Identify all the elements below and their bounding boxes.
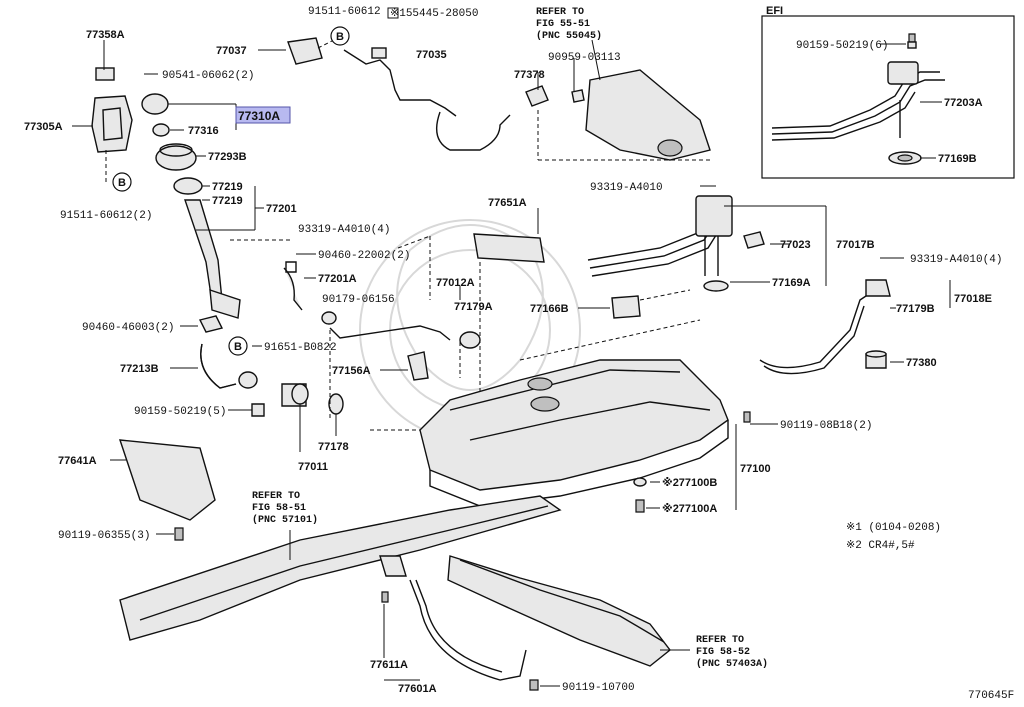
part-labels: 77358A 77305A 90541-06062(2) 77037 77316… xyxy=(24,6,1002,695)
part-label[interactable]: 77201 xyxy=(266,203,297,215)
part-label[interactable]: 90179-06156 xyxy=(322,294,395,306)
part-label[interactable]: 77219 xyxy=(212,181,243,193)
efi-label: EFI xyxy=(766,5,783,17)
part-label[interactable]: 90159-50219(5) xyxy=(134,406,226,418)
reference-notes: REFER TO FIG 55-51 (PNC 55045) REFER TO … xyxy=(252,7,1014,702)
part-label[interactable]: 91511-60612(2) xyxy=(60,210,152,222)
part-label[interactable]: 77178 xyxy=(318,441,349,453)
part-label[interactable]: 77316 xyxy=(188,125,219,137)
footnote: ※2 CR4#,5# xyxy=(846,540,915,552)
part-label[interactable]: 90460-46003(2) xyxy=(82,322,174,334)
highlight-box xyxy=(235,106,291,124)
part-label[interactable]: 90119-10700 xyxy=(562,682,635,694)
ref-line: (PNC 55045) xyxy=(536,30,602,42)
circle-b-marker xyxy=(112,172,132,192)
ref-line: (PNC 57403A) xyxy=(696,658,768,670)
part-label[interactable]: 90460-22002(2) xyxy=(318,250,410,262)
part-label[interactable]: 77203A xyxy=(944,97,983,109)
part-label[interactable]: 91511-60612 xyxy=(308,6,381,18)
part-label[interactable]: 77169A xyxy=(772,277,811,289)
circle-b-text: B xyxy=(336,31,344,43)
ref-line: REFER TO xyxy=(696,635,744,646)
part-label[interactable]: 77641A xyxy=(58,455,97,467)
part-label[interactable]: 77169B xyxy=(938,153,977,165)
ref-line: (PNC 57101) xyxy=(252,514,318,526)
part-label[interactable]: 91651-B0822 xyxy=(264,342,337,354)
efi-box: EFI xyxy=(761,5,1015,179)
ref-line: REFER TO xyxy=(252,491,300,502)
upper-bracket xyxy=(525,69,711,161)
sender-assembly xyxy=(587,195,891,513)
ref-line: FIG 58-52 xyxy=(696,647,750,658)
circle-b-text: B xyxy=(118,177,126,189)
footnote: ※1 (0104-0208) xyxy=(846,522,941,534)
part-label[interactable]: 77017B xyxy=(836,239,875,251)
part-label[interactable]: 77378 xyxy=(514,69,545,81)
ref-line: FIG 55-51 xyxy=(536,19,590,30)
ref-line: REFER TO xyxy=(536,7,584,18)
fuel-tank xyxy=(419,359,729,507)
ref-line: FIG 58-51 xyxy=(252,503,306,514)
part-label[interactable]: ※277100A xyxy=(662,503,717,515)
part-label[interactable]: 77293B xyxy=(208,151,247,163)
circle-b-marker xyxy=(228,336,248,356)
part-label[interactable]: 77358A xyxy=(86,29,125,41)
part-label[interactable]: 77035 xyxy=(416,49,447,61)
part-label[interactable]: 77380 xyxy=(906,357,937,369)
circle-b-marker xyxy=(330,26,350,46)
diagram-id: 770645F xyxy=(968,690,1014,702)
part-label[interactable]: 77201A xyxy=(318,273,357,285)
part-label[interactable]: 77023 xyxy=(780,239,811,251)
filler-cap-group xyxy=(91,37,344,417)
frame-members xyxy=(118,439,671,691)
part-label[interactable]: 77037 xyxy=(216,45,247,57)
part-label[interactable]: ※277100B xyxy=(662,477,717,489)
part-label[interactable]: 77611A xyxy=(370,659,408,671)
part-label[interactable]: 77012A xyxy=(436,277,475,289)
part-label[interactable]: 90541-06062(2) xyxy=(162,70,254,82)
part-label[interactable]: 90119-06355(3) xyxy=(58,530,150,542)
check-box-symbol xyxy=(387,7,399,19)
circle-b-markers: B B B xyxy=(112,26,350,356)
part-label[interactable]: 93319-A4010(4) xyxy=(298,224,390,236)
part-label[interactable]: 93319-A4010 xyxy=(590,182,663,194)
part-label[interactable]: 77213B xyxy=(120,363,159,375)
part-label[interactable]: 77011 xyxy=(298,461,328,473)
part-label[interactable]: 77166B xyxy=(530,303,569,315)
circle-b-text: B xyxy=(234,341,242,353)
part-label[interactable]: 77100 xyxy=(740,463,771,475)
part-label[interactable]: 77179A xyxy=(454,301,493,313)
part-label[interactable]: 77018E xyxy=(954,293,992,305)
part-label[interactable]: 77305A xyxy=(24,121,63,133)
part-label[interactable]: ※155445-28050 xyxy=(390,8,478,20)
part-label[interactable]: 77179B xyxy=(896,303,935,315)
part-label[interactable]: 77156A xyxy=(332,365,371,377)
part-label[interactable]: 77651A xyxy=(488,197,527,209)
part-label[interactable]: 77219 xyxy=(212,195,243,207)
part-label[interactable]: 90959-03113 xyxy=(548,52,621,64)
part-label[interactable]: 93319-A4010(4) xyxy=(910,254,1002,266)
part-label-highlighted[interactable]: 77310A xyxy=(238,109,280,123)
tube-group xyxy=(329,47,641,381)
part-label[interactable]: 90159-50219(6) xyxy=(796,40,888,52)
part-label[interactable]: 90119-08B18(2) xyxy=(780,420,872,432)
part-label[interactable]: 77601A xyxy=(398,683,437,695)
leader-lines xyxy=(72,39,951,687)
